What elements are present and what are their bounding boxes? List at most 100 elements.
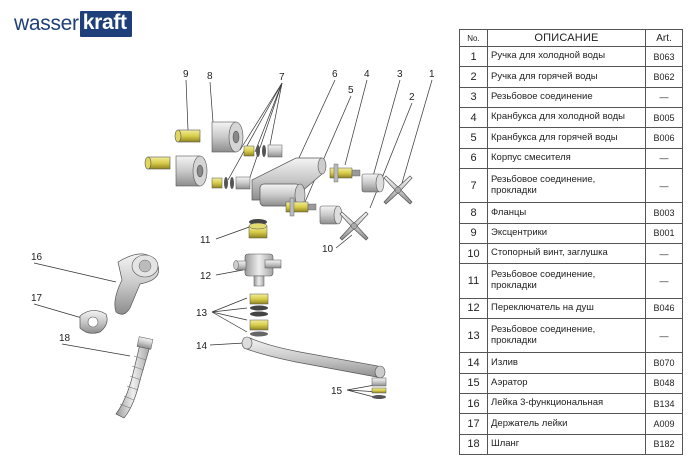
connector-13 (249, 293, 269, 337)
row-art: B006 (645, 127, 683, 149)
callout-12: 12 (200, 271, 212, 282)
callout-8: 8 (207, 71, 213, 82)
exploded-diagram: 1 2 3 4 5 6 7 8 9 10 11 12 13 14 15 16 1… (31, 69, 435, 419)
row-no: 13 (459, 317, 488, 354)
callout-3: 3 (397, 69, 403, 80)
callout-18: 18 (59, 333, 71, 344)
callout-17: 17 (31, 293, 43, 304)
row-description: Стопорный винт, заглушка (487, 242, 646, 265)
shower-hose (115, 336, 154, 419)
header-no: No. (459, 29, 488, 47)
row-art: B070 (645, 352, 683, 374)
bonnet-hot (319, 205, 343, 225)
row-description: Корпус смесителя (487, 147, 646, 169)
cartridge-cold (329, 163, 361, 183)
row-description: Фланцы (487, 202, 646, 224)
row-art: — (645, 263, 683, 299)
row-art: B003 (645, 202, 683, 224)
row-description: Держатель лейки (487, 413, 646, 435)
row-description: Кранбукса для горячей воды (487, 127, 646, 149)
row-no: 2 (459, 66, 488, 88)
row-no: 17 (459, 413, 488, 435)
row-art: — (645, 242, 683, 265)
connector-upper (243, 144, 283, 158)
brand-logo-part2: kraft (79, 11, 132, 37)
row-description: Резьбовое соединение, прокладки (487, 263, 646, 299)
header-art: Art. (645, 29, 683, 47)
row-art: B062 (645, 66, 683, 88)
row-art: — (645, 167, 683, 204)
row-no: 18 (459, 433, 488, 456)
row-art: A009 (645, 413, 683, 435)
callout-1: 1 (429, 69, 435, 80)
row-description: Ручка для горячей воды (487, 66, 646, 88)
mixer-body (251, 157, 327, 207)
row-no: 7 (459, 167, 488, 204)
row-no: 15 (459, 372, 488, 394)
row-description: Резьбовое соединение (487, 86, 646, 108)
aerator (371, 377, 387, 399)
row-art: — (645, 147, 683, 169)
row-no: 6 (459, 147, 488, 169)
row-art: — (645, 86, 683, 108)
row-no: 11 (459, 263, 488, 299)
callout-15: 15 (331, 386, 343, 397)
eccentric-lower (144, 156, 171, 170)
flange-upper (211, 121, 244, 153)
callout-14: 14 (196, 341, 208, 352)
flange-lower (175, 155, 208, 187)
shower-diverter (233, 253, 282, 287)
row-no: 12 (459, 297, 488, 319)
table-header-row: No. ОПИСАНИЕ Art. (459, 29, 683, 47)
header-description: ОПИСАНИЕ (487, 29, 646, 47)
row-art: B048 (645, 372, 683, 394)
row-art: B063 (645, 45, 683, 68)
row-art: B005 (645, 106, 683, 129)
handle-cold (383, 175, 413, 205)
row-description: Аэратор (487, 372, 646, 394)
callout-9: 9 (183, 69, 189, 80)
row-description: Резьбовое соединение, прокладки (487, 317, 646, 354)
row-description: Кранбукса для холодной воды (487, 106, 646, 129)
row-description: Лейка 3-функциональная (487, 392, 646, 415)
row-no: 14 (459, 352, 488, 374)
row-art: B134 (645, 392, 683, 415)
callout-16: 16 (31, 252, 43, 263)
row-art: B182 (645, 433, 683, 456)
row-description: Ручка для холодной воды (487, 45, 646, 68)
callout-numbers: 1 2 3 4 5 6 7 8 9 10 11 12 13 14 15 16 1… (31, 69, 435, 397)
cartridge-hot (285, 197, 317, 217)
bonnet-cold (361, 173, 385, 193)
connector-lower (211, 176, 251, 190)
connector-11 (248, 219, 268, 239)
callout-5: 5 (348, 85, 354, 96)
row-no: 9 (459, 222, 488, 244)
shower-holder (79, 310, 108, 334)
callout-13: 13 (196, 308, 208, 319)
row-description: Переключатель на душ (487, 297, 646, 319)
row-description: Шланг (487, 433, 646, 456)
row-art: B046 (645, 297, 683, 319)
row-description: Резьбовое соединение, прокладки (487, 167, 646, 204)
row-no: 16 (459, 392, 488, 415)
row-no: 1 (459, 45, 488, 68)
callout-7: 7 (279, 72, 285, 83)
spout (241, 336, 386, 379)
brand-logo-part1: wasser (14, 12, 79, 35)
row-art: — (645, 317, 683, 354)
row-no: 3 (459, 86, 488, 108)
